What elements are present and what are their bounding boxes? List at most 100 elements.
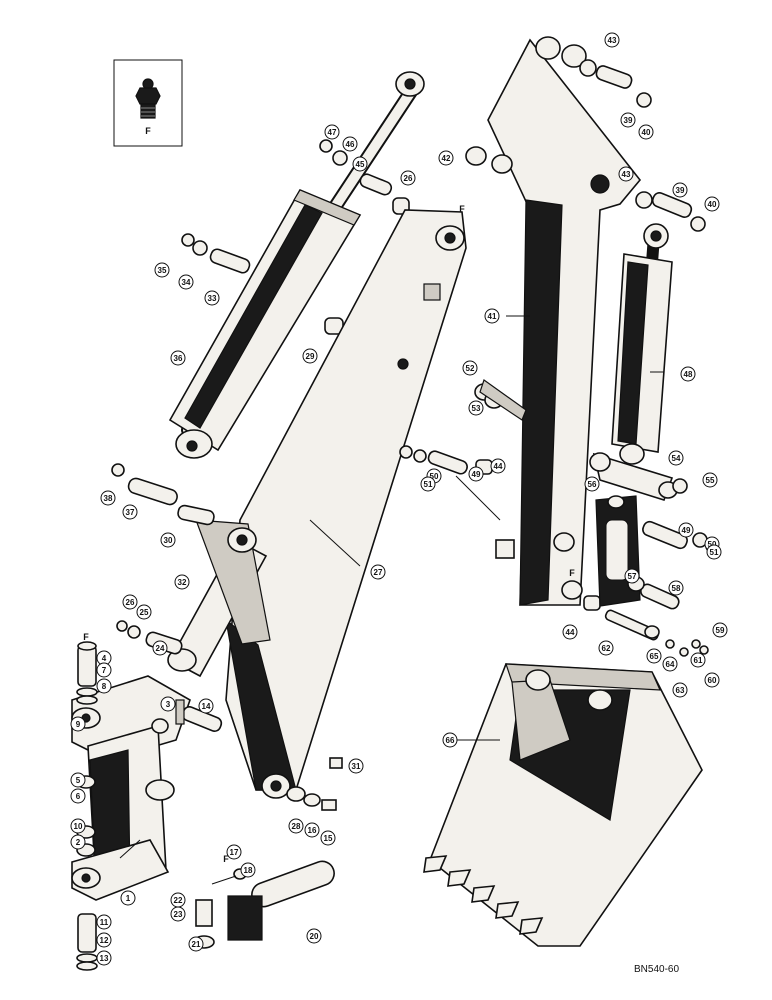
part-callout: 22	[170, 892, 186, 908]
part-callout: 46	[342, 136, 358, 152]
part-callout: 7	[96, 662, 112, 678]
part-callout: 45	[352, 156, 368, 172]
callout-number: 66	[446, 736, 455, 745]
callout-number: 36	[174, 354, 183, 363]
part-callout: 29	[302, 348, 318, 364]
callout-number: 48	[684, 370, 693, 379]
callout-number: 43	[622, 170, 631, 179]
pin-set-24-26	[116, 620, 183, 655]
part-callout: 10	[70, 818, 86, 834]
callout-circle	[70, 834, 86, 850]
part-callout: 44	[562, 624, 578, 640]
callout-circle	[204, 290, 220, 306]
callout-number: 58	[672, 584, 681, 593]
callout-number: 60	[708, 676, 717, 685]
callout-number: 33	[208, 294, 217, 303]
callout-circle	[712, 622, 728, 638]
part-callout: 23	[170, 906, 186, 922]
callout-number: 31	[352, 762, 361, 771]
callout-number: 1	[126, 894, 131, 903]
part-callout: 59	[712, 622, 728, 638]
callout-number: 28	[292, 822, 301, 831]
callout-number: 26	[404, 174, 413, 183]
part-callout: 49	[468, 466, 484, 482]
part-callout: 52	[462, 360, 478, 376]
part-callout: 40	[638, 124, 654, 140]
part-callout: 25	[136, 604, 152, 620]
pin-set-33-35	[181, 233, 251, 274]
callout-number: 18	[244, 866, 253, 875]
callout-number: 61	[694, 656, 703, 665]
callout-number: 16	[308, 826, 317, 835]
callout-circle	[154, 262, 170, 278]
callout-number: 41	[488, 312, 497, 321]
callout-number: 2	[76, 838, 81, 847]
part-callout: 56	[584, 476, 600, 492]
callout-circle	[370, 564, 386, 580]
callout-circle	[598, 640, 614, 656]
callout-circle	[668, 450, 684, 466]
callout-circle	[672, 182, 688, 198]
callout-circle	[562, 624, 578, 640]
callout-number: 15	[324, 834, 333, 843]
boom-cylinder	[168, 71, 425, 459]
callout-number: 3	[166, 700, 171, 709]
callout-number: 55	[706, 476, 715, 485]
part-callout: 35	[154, 262, 170, 278]
part-callout: 43	[604, 32, 620, 48]
callout-number: 51	[424, 480, 433, 489]
callout-number: 21	[192, 940, 201, 949]
part-callout: 41	[484, 308, 500, 324]
part-callout: 16	[304, 822, 320, 838]
part-callout: 43	[618, 166, 634, 182]
pin-set-30-38	[111, 463, 215, 526]
callout-circle	[96, 950, 112, 966]
bucket-cylinder	[611, 223, 673, 465]
part-callout: 12	[96, 932, 112, 948]
callout-circle	[70, 818, 86, 834]
callout-number: 5	[76, 776, 81, 785]
callout-number: 46	[346, 140, 355, 149]
part-callout: 63	[672, 682, 688, 698]
callout-number: 43	[608, 36, 617, 45]
part-callout: 3	[160, 696, 176, 712]
fitting-mark: F	[223, 854, 229, 864]
callout-number: 57	[628, 572, 637, 581]
part-callout: 21	[188, 936, 204, 952]
callout-number: 9	[76, 720, 81, 729]
part-callout: 42	[438, 150, 454, 166]
callout-number: 56	[588, 480, 597, 489]
callout-number: 54	[672, 454, 681, 463]
callout-number: 29	[306, 352, 315, 361]
callout-number: 53	[472, 404, 481, 413]
callout-circle	[170, 350, 186, 366]
part-callout: 51	[420, 476, 436, 492]
callout-circle	[462, 360, 478, 376]
callout-circle	[484, 308, 500, 324]
callout-circle	[288, 818, 304, 834]
part-callout: 2	[70, 834, 86, 850]
callout-number: 6	[76, 792, 81, 801]
part-callout: 39	[672, 182, 688, 198]
callout-circle	[170, 906, 186, 922]
part-callout: 62	[598, 640, 614, 656]
fitting-mark: F	[459, 204, 465, 214]
callout-circle	[638, 124, 654, 140]
callout-number: 4	[102, 654, 107, 663]
grease-fitting-legend: F	[113, 59, 183, 147]
callout-number: 25	[140, 608, 149, 617]
callout-circle	[178, 274, 194, 290]
part-callout: 61	[690, 652, 706, 668]
callout-circle	[302, 348, 318, 364]
callout-circle	[468, 466, 484, 482]
part-callout: 5	[70, 772, 86, 788]
part-callout: 48	[680, 366, 696, 382]
swing-post	[71, 675, 191, 901]
part-callout: 14	[198, 698, 214, 714]
callout-number: 47	[328, 128, 337, 137]
part-callout: 65	[646, 648, 662, 664]
callout-circle	[706, 544, 722, 560]
callout-number: 45	[356, 160, 365, 169]
callout-number: 44	[494, 462, 503, 471]
callout-circle	[100, 490, 116, 506]
